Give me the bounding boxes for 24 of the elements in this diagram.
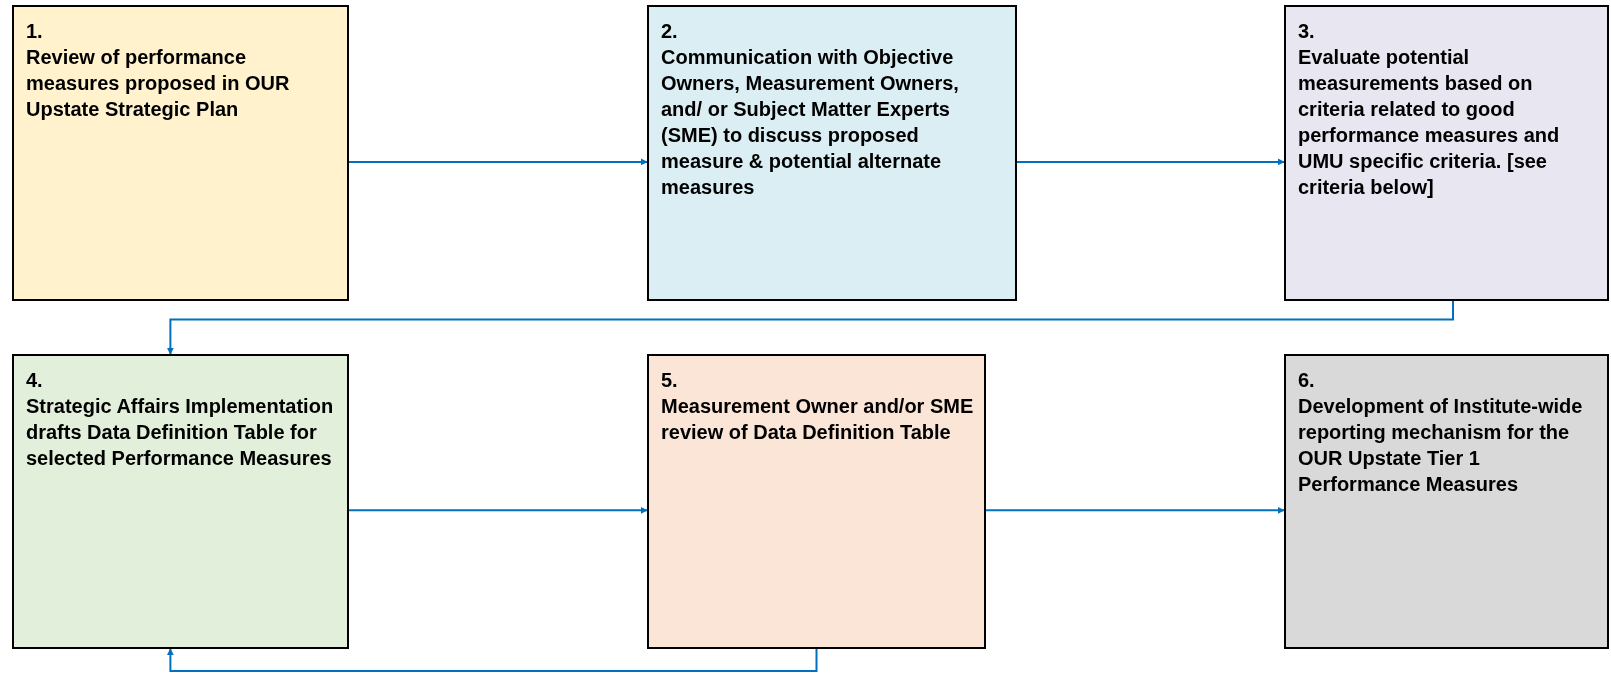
process-box (1284, 5, 1609, 301)
process-box (1284, 354, 1609, 649)
arrow (1016, 158, 1285, 166)
process-box (12, 354, 349, 649)
step-text: Communication with Objective Owners, Measurement Owners, and/ or Subject Matter Experts (SME) to discuss proposed measure & potential alternate measures (661, 45, 960, 200)
arrow (348, 158, 648, 166)
process-box (12, 5, 349, 301)
step-number: 1. (26, 19, 44, 44)
step-number: 3. (1298, 19, 1316, 44)
step-text: Development of Institute-wide reporting mechanism for the OUR Upstate Tier 1 Performance Measures (1298, 394, 1584, 497)
arrow (166, 648, 818, 672)
process-box (647, 354, 986, 649)
step-number: 2. (661, 19, 679, 44)
step-text: Measurement Owner and/or SME review of Data Definition Table (661, 394, 974, 445)
arrow (166, 300, 1454, 355)
arrow (348, 506, 648, 514)
step-number: 5. (661, 368, 679, 393)
step-number: 6. (1298, 368, 1316, 393)
step-text: Strategic Affairs Implementation drafts Data Definition Table for selected Performance Measures (26, 394, 335, 471)
process-box (647, 5, 1017, 301)
step-text: Review of performance measures proposed in OUR Upstate Strategic Plan (26, 45, 291, 122)
step-number: 4. (26, 368, 44, 393)
arrow (985, 506, 1285, 514)
step-text: Evaluate potential measurements based on criteria related to good performance measures and UMU specific criteria. [see criteria below] (1298, 45, 1561, 200)
